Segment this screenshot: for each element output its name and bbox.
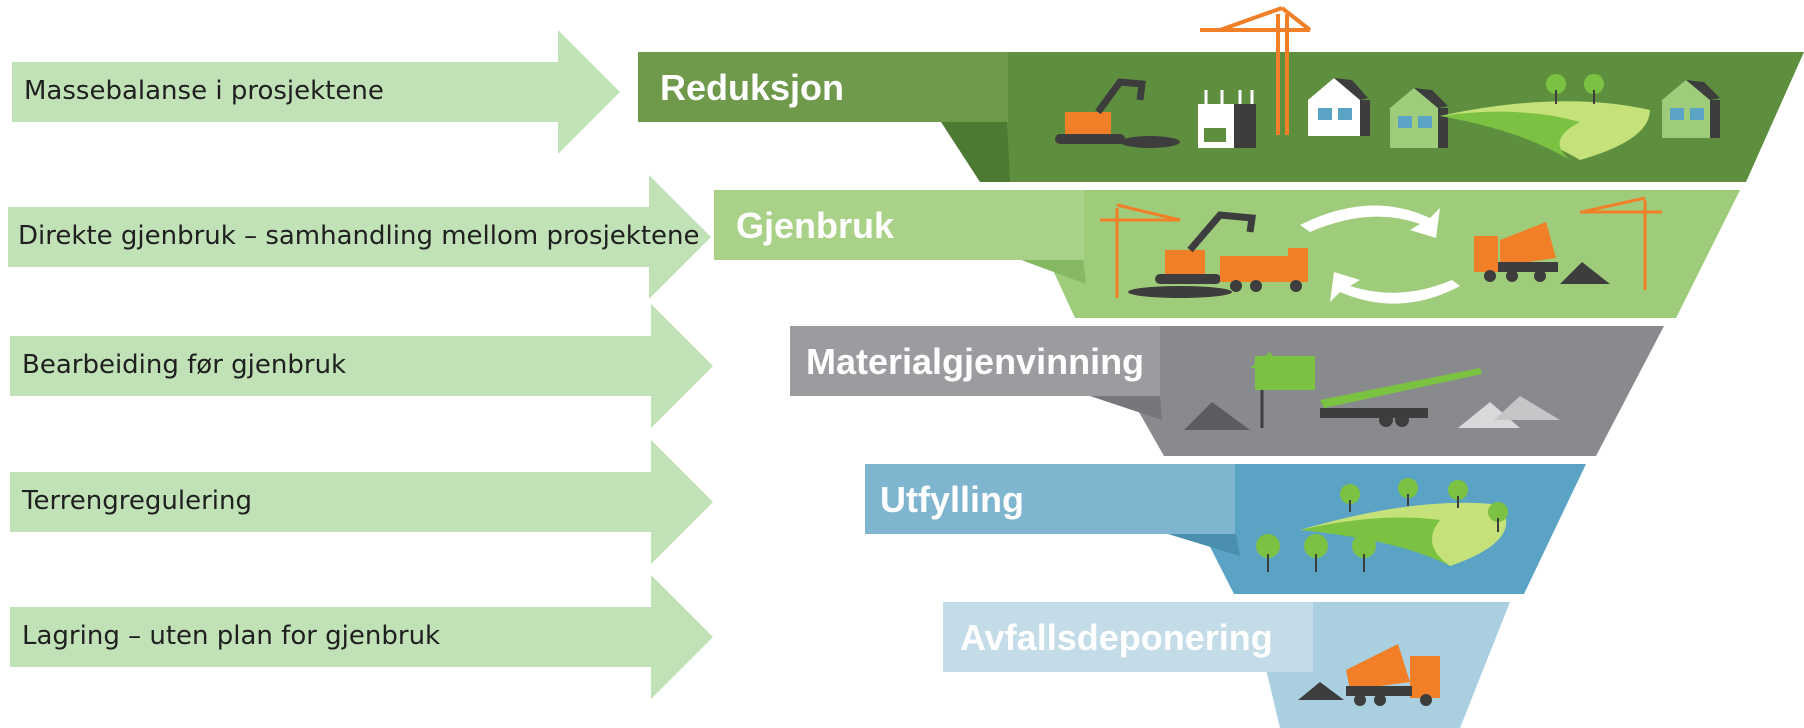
truck-icon	[1298, 644, 1440, 706]
level-title-avfallsdeponering: Avfallsdeponering	[960, 617, 1273, 658]
level-title-materialgjenvinning: Materialgjenvinning	[806, 341, 1145, 382]
level-tab	[865, 464, 1235, 534]
tree-icon	[1352, 534, 1376, 572]
excavator-icon	[1055, 78, 1180, 148]
tree-icon	[1448, 480, 1468, 508]
level-tab	[790, 326, 1160, 396]
arrow-label: Terrengregulering	[22, 486, 253, 516]
tree-icon	[1256, 534, 1280, 572]
house-icon	[1308, 78, 1370, 136]
tree-icon	[1340, 484, 1360, 512]
crane-icon	[1200, 6, 1312, 135]
truck-icon	[1474, 222, 1610, 284]
building-icon	[1198, 90, 1256, 148]
arrow-shape	[10, 575, 713, 699]
level-reduksjon	[638, 6, 1804, 182]
arrow-label: Direkte gjenbruk – samhandling mellom pr…	[18, 221, 700, 251]
level-tab	[638, 52, 1008, 122]
arrow-2: Direkte gjenbruk – samhandling mellom pr…	[8, 175, 713, 300]
arrow-shape	[10, 440, 713, 564]
tree-icon	[1304, 534, 1328, 572]
crusher-icon	[1250, 352, 1482, 428]
recycle-arrows-icon	[1300, 205, 1460, 304]
level-title-reduksjon: Reduksjon	[660, 67, 845, 108]
arrow-label: Lagring – uten plan for gjenbruk	[22, 621, 441, 651]
arrow-shape	[8, 175, 711, 299]
arrow-shape	[12, 30, 620, 154]
house-icon	[1390, 88, 1448, 148]
crane-icon	[1580, 196, 1662, 290]
arrow-3: Bearbeiding før gjenbruk	[10, 304, 713, 429]
tree-icon	[1398, 478, 1418, 506]
level-materialgjenvinning	[790, 326, 1664, 456]
arrow-4: Terrengregulering	[10, 440, 713, 565]
arrow-label: Bearbeiding før gjenbruk	[22, 350, 347, 380]
arrow-5: Lagring – uten plan for gjenbruk	[10, 575, 713, 700]
level-avfallsdeponering	[943, 602, 1510, 728]
house-icon	[1662, 80, 1720, 138]
arrow-1: Massebalanse i prosjektene	[12, 30, 622, 155]
excavator-icon	[1128, 211, 1256, 298]
tree-icon	[1584, 74, 1604, 104]
level-utfylling	[865, 464, 1586, 594]
level-title-gjenbruk: Gjenbruk	[736, 205, 895, 246]
level-gjenbruk	[714, 190, 1740, 318]
arrow-shape	[10, 304, 713, 428]
tree-icon	[1488, 502, 1508, 532]
level-title-utfylling: Utfylling	[880, 479, 1024, 520]
truck-icon	[1220, 248, 1308, 292]
level-tab	[943, 602, 1313, 672]
crane-icon	[1100, 203, 1181, 298]
tree-icon	[1546, 74, 1566, 104]
arrow-label: Massebalanse i prosjektene	[24, 76, 384, 106]
level-tab	[714, 190, 1084, 260]
